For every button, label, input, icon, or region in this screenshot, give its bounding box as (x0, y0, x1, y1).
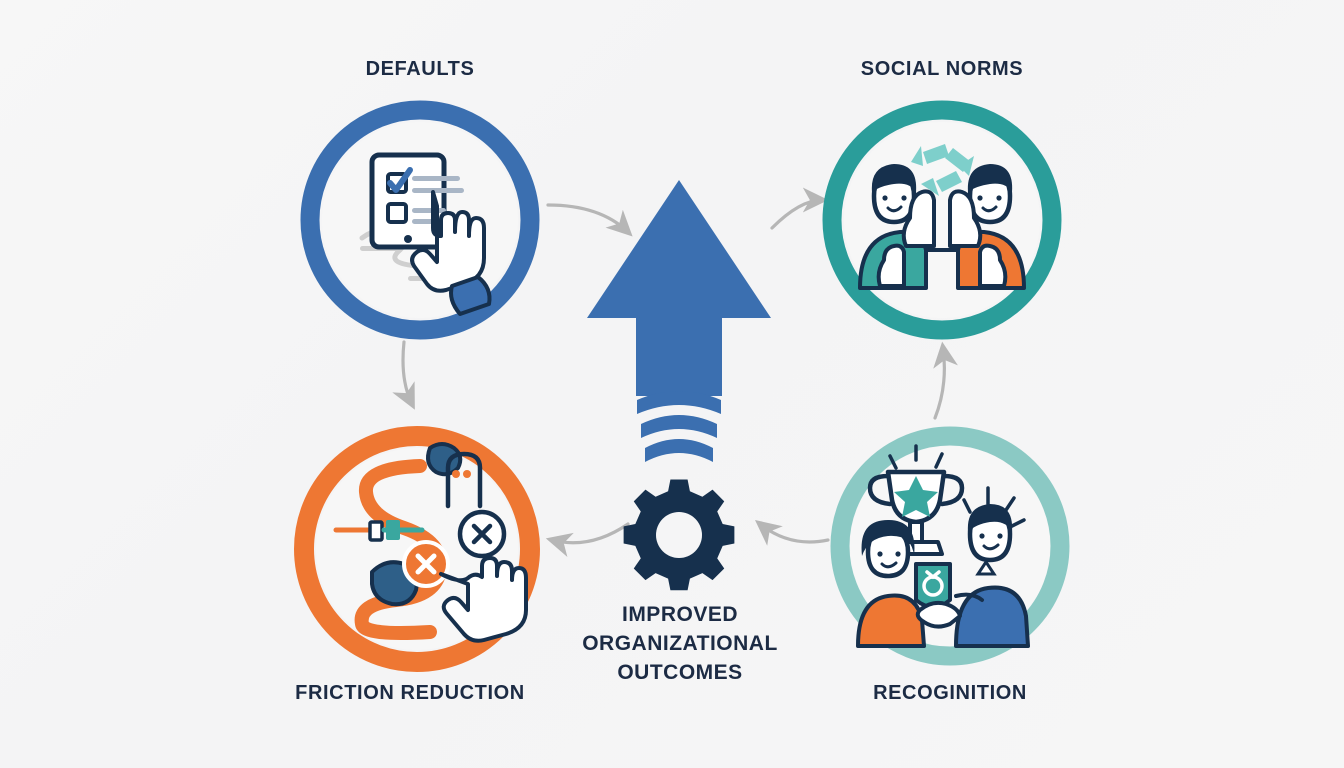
center-outcome-line-2: ORGANIZATIONAL (582, 632, 778, 655)
winding-path-obstacles-hand-icon (333, 442, 528, 643)
node-friction-reduction[interactable] (292, 424, 540, 672)
connector-recognition-to-social-norms (933, 341, 958, 420)
node-social-norms[interactable] (822, 100, 1062, 340)
social-norms-circle (822, 100, 1062, 340)
gear-icon (623, 479, 735, 591)
friction-reduction-circle (294, 426, 540, 672)
center-outcome-label: IMPROVED ORGANIZATIONAL OUTCOMES (500, 600, 860, 687)
node-recognition-label: RECOGINITION (873, 682, 1027, 704)
recycle-arrows-icon (911, 144, 974, 196)
connector-defaults-to-friction (392, 340, 415, 410)
trophy-award-people-icon (856, 444, 1030, 648)
tablet-checklist-hand-icon (359, 152, 492, 316)
upward-arrow-icon (587, 180, 771, 462)
sparkle-lines-person (962, 486, 1026, 528)
node-friction-reduction-label: FRICTION REDUCTION (295, 682, 525, 704)
defaults-circle (300, 100, 540, 340)
recognition-circle (830, 426, 1070, 666)
connector-recognition-to-center (755, 520, 830, 546)
sparkle-lines-trophy (888, 444, 944, 470)
connector-defaults-to-center (546, 203, 633, 237)
node-recognition[interactable] (828, 424, 1070, 666)
connector-center-to-friction (545, 522, 630, 557)
connector-center-to-social-norms (770, 187, 829, 230)
center-outcome-line-3: OUTCOMES (617, 661, 743, 684)
two-people-thumbs-up-icon (858, 144, 1026, 290)
node-defaults-label: DEFAULTS (365, 58, 475, 80)
center-outcome-line-1: IMPROVED (621, 603, 738, 626)
node-social-norms-label: SOCIAL NORMS (860, 58, 1024, 80)
node-defaults[interactable] (300, 100, 540, 340)
